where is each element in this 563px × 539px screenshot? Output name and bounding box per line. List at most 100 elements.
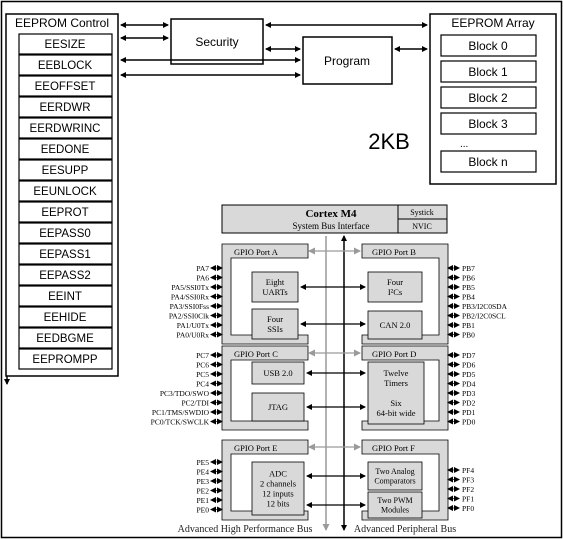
pin-f: PF4	[462, 466, 474, 475]
pin-d: PD5	[462, 370, 476, 379]
pin-e: PE3	[196, 477, 209, 486]
block-label: Block 0	[468, 39, 508, 53]
port-label-b: GPIO Port B	[372, 247, 416, 257]
jtag-block: JTAG	[251, 392, 305, 422]
register-label: EEHIDE	[44, 312, 87, 324]
register-label: EEOFFSET	[35, 81, 96, 93]
pin-d: PD0	[462, 418, 476, 427]
uarts-block-text: Eight	[266, 277, 285, 287]
pin-a: PA1/U0Tx	[177, 321, 209, 330]
pin-a: PA3/SSI0Fss	[170, 302, 209, 311]
pin-a: PA4/SSI0Rx	[171, 293, 209, 302]
pin-e: PE4	[196, 468, 209, 477]
pin-d: PD6	[462, 361, 476, 370]
security-block: Security	[170, 18, 264, 65]
pin-c: PC1/TMS/SWDIO	[152, 408, 210, 417]
register-label: EERDWR	[39, 102, 90, 114]
can-block-text: CAN 2.0	[380, 320, 411, 330]
pin-a: PA0/U0Rx	[176, 331, 209, 340]
pin-b: PB7	[462, 264, 475, 273]
port-label-e: GPIO Port E	[234, 443, 277, 453]
register-box	[18, 348, 113, 370]
pin-c: PC7	[196, 351, 209, 360]
block-ellipsis: ...	[460, 139, 468, 150]
block-box	[440, 86, 537, 109]
register-label: EERDWRINC	[30, 123, 101, 135]
pin-d: PD4	[462, 380, 476, 389]
port-label-d: GPIO Port D	[372, 349, 416, 359]
apb-bus-label: Advanced Peripheral Bus	[354, 524, 456, 535]
block-box	[440, 112, 537, 135]
top-arrows	[120, 22, 428, 78]
pin-c: PC5	[196, 370, 209, 379]
register-box	[18, 222, 113, 244]
ahb-bus-label: Advanced High Performance Bus	[178, 524, 313, 535]
mcu-diagram: Cortex M4 System Bus Interface Systick N…	[151, 204, 508, 535]
port-label-a: GPIO Port A	[234, 247, 279, 257]
register-box	[18, 75, 113, 97]
register-label: EEPASS1	[39, 249, 91, 261]
adc-block-text: 12 inputs	[262, 488, 293, 498]
comparators-block-text: Comparators	[374, 477, 415, 486]
pin-c: PC3/TDO/SWO	[160, 389, 210, 398]
register-label: EEINT	[48, 291, 82, 303]
register-box	[18, 327, 113, 349]
i2cs-block-text: I²Cs	[388, 287, 402, 297]
program-label: Program	[324, 54, 370, 68]
register-box	[18, 243, 113, 265]
timers-block-text: Timers	[384, 378, 408, 388]
block-label: Block 1	[468, 65, 508, 79]
register-label: EEPROT	[41, 207, 88, 219]
systick-label: Systick	[410, 208, 434, 217]
register-label: EEBLOCK	[38, 60, 93, 72]
register-label: EESIZE	[45, 39, 86, 51]
uarts-block-text: UARTs	[262, 287, 287, 297]
pin-e: PE1	[196, 496, 209, 505]
register-box	[18, 138, 113, 160]
cortex-subtitle: System Bus Interface	[293, 221, 370, 231]
timers-block-text: 64-bit wide	[377, 408, 416, 418]
pin-b: PB6	[462, 274, 475, 283]
pin-a: PA6	[196, 274, 209, 283]
pin-c: PC2/TDI	[181, 399, 209, 408]
pin-d: PD3	[462, 389, 476, 398]
register-box	[18, 201, 113, 223]
block-n	[440, 150, 537, 173]
size-label: 2KB	[368, 129, 410, 154]
nvic-label: NVIC	[412, 222, 432, 231]
pin-e: PE5	[196, 458, 209, 467]
pin-b: PB0	[462, 331, 475, 340]
can-block: CAN 2.0	[367, 310, 423, 340]
pin-c: PC0/TCK/SWCLK	[151, 418, 210, 427]
block-box	[440, 34, 537, 57]
register-box	[18, 306, 113, 328]
security-label: Security	[195, 35, 238, 49]
register-label: EEPASS0	[39, 228, 91, 240]
program-block: Program	[302, 36, 393, 85]
register-box	[18, 117, 113, 139]
block-box	[440, 60, 537, 83]
pin-e: PE0	[196, 506, 209, 515]
register-label: EEPASS2	[39, 270, 91, 282]
pin-d: PD1	[462, 408, 476, 417]
pin-b: PB2/I2C0SCL	[462, 312, 506, 321]
pin-b: PB4	[462, 293, 475, 302]
block-label: Block 2	[468, 91, 508, 105]
register-box	[18, 33, 113, 55]
register-box	[18, 285, 113, 307]
timers-block-text: Twelve	[384, 368, 409, 378]
eeprom-control-panel: EEPROM Control EESIZEEEBLOCKEEOFFSETEERD…	[5, 13, 119, 377]
ssis-block-text: Four	[267, 314, 283, 324]
register-label: EESUPP	[42, 165, 89, 177]
pin-e: PE2	[196, 487, 209, 496]
timers-block-text: Six	[390, 398, 402, 408]
